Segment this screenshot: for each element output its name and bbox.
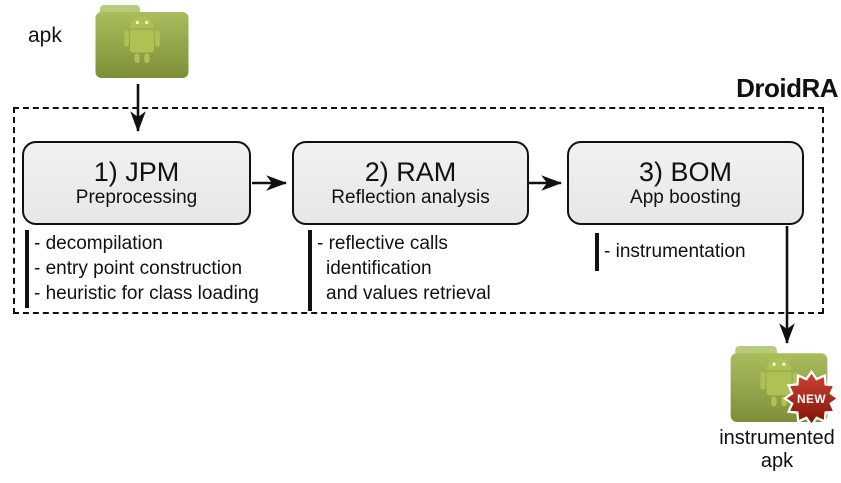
output-apk-label: instrumented apk (707, 427, 841, 473)
droidra-boundary-box (13, 107, 824, 314)
bom-bullet-instrumentation: - instrumentation (604, 241, 746, 262)
module-box-ram: 2) RAM Reflection analysis (292, 141, 529, 225)
ram-bullet-reflective-calls: - reflective calls (317, 233, 448, 254)
module-bom-subtitle: App boosting (630, 187, 741, 208)
system-title: DroidRA (736, 73, 838, 103)
jpm-bullet-heuristic: - heuristic for class loading (34, 283, 259, 304)
ram-bullet-list: - reflective calls identification and va… (317, 231, 491, 306)
output-label-line2: apk (760, 450, 794, 472)
output-label-line1: instrumented (719, 427, 835, 449)
instrumented-apk-folder: NEW (727, 346, 840, 427)
module-bom-title: 3) BOM (638, 157, 732, 187)
bom-bullet-list: - instrumentation (604, 239, 746, 264)
apk-folder-icon (94, 5, 190, 79)
module-box-bom: 3) BOM App boosting (567, 141, 804, 225)
jpm-bullet-list: - decompilation - entry point constructi… (34, 231, 259, 306)
module-box-jpm: 1) JPM Preprocessing (22, 141, 251, 225)
module-ram-title: 2) RAM (364, 157, 457, 187)
ram-bullet-identification: identification (326, 258, 432, 279)
ram-bullet-values-retrieval: and values retrieval (326, 283, 491, 304)
input-apk-label: apk (28, 24, 62, 47)
module-jpm-title: 1) JPM (93, 157, 180, 187)
ram-bullet-bar (308, 230, 312, 311)
module-jpm-subtitle: Preprocessing (75, 187, 198, 208)
android-robot-icon (96, 5, 189, 78)
bom-bullet-bar (595, 233, 599, 271)
jpm-bullet-entry-point: - entry point construction (34, 258, 243, 279)
jpm-bullet-decompilation: - decompilation (34, 233, 163, 254)
new-badge-icon: NEW (783, 370, 840, 427)
module-ram-subtitle: Reflection analysis (331, 187, 490, 208)
jpm-bullet-bar (25, 230, 29, 308)
new-badge-label: NEW (797, 392, 826, 406)
